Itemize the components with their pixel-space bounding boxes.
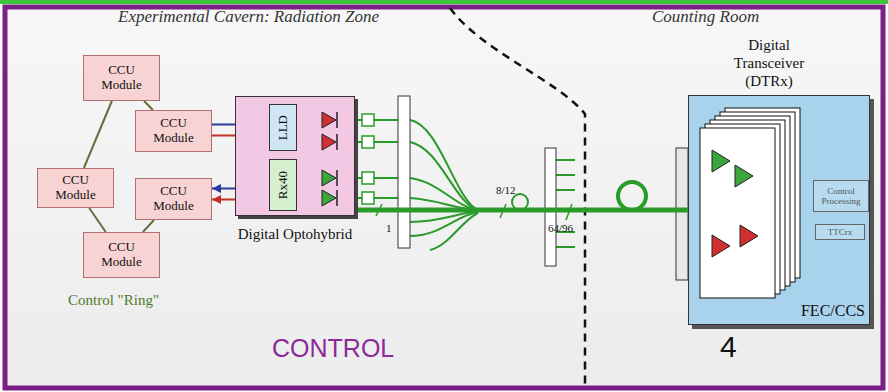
node-sublabel: FEC/CCS	[801, 302, 865, 320]
fiber	[556, 174, 575, 176]
laser-diode	[322, 112, 337, 150]
node-label: Digital Optohybrid	[236, 225, 354, 243]
zone-boundary	[450, 8, 585, 384]
card-optics	[712, 150, 758, 257]
node-label: Control Processing	[816, 186, 866, 207]
connector	[362, 172, 374, 184]
ccu-module: CCU Module	[37, 168, 114, 208]
diode-bar	[336, 112, 338, 128]
node-label: Digital Transceiver (DTRx)	[713, 36, 825, 90]
diode-triangle	[322, 190, 336, 206]
card	[700, 128, 775, 298]
fiber	[430, 213, 478, 250]
fiber	[556, 189, 575, 191]
annotation: 1	[386, 222, 392, 234]
card	[710, 120, 785, 290]
ccu-module: CCU Module	[83, 232, 160, 278]
zone-title: Counting Room	[652, 7, 759, 27]
top-band	[0, 0, 888, 4]
ring-link	[84, 101, 112, 168]
photodiode-triangle	[735, 165, 753, 187]
card-stack	[700, 108, 800, 298]
diode-bar	[336, 134, 338, 150]
node-label: LLD	[275, 115, 291, 140]
fiber-loop	[618, 182, 646, 210]
ccu-module: CCU Module	[135, 110, 212, 152]
zone-title: Experimental Cavern: Radiation Zone	[118, 7, 379, 27]
transceiver-box: Digital Transceiver (DTRx)FEC/CCSControl…	[688, 95, 870, 325]
ring-link	[143, 220, 154, 232]
photodiode-triangle	[712, 150, 730, 172]
fiber	[410, 120, 478, 210]
ccu-module: CCU Module	[83, 55, 160, 101]
diode-triangle	[322, 112, 336, 128]
connector	[362, 192, 374, 204]
frame	[5, 7, 883, 388]
fiber	[410, 212, 478, 236]
rx40-chip: Rx40	[269, 159, 297, 211]
patch-panel	[398, 96, 410, 248]
card	[725, 108, 800, 278]
node-label: CCU Module	[101, 240, 141, 270]
connector	[362, 114, 374, 126]
processing-box: Control Processing	[813, 180, 869, 212]
annotation: 8/12	[496, 184, 516, 196]
diode-triangle	[322, 134, 336, 150]
ring-link	[144, 101, 153, 110]
node-label: Rx40	[275, 171, 291, 199]
ccu-module: CCU Module	[135, 178, 212, 220]
annotation: Control "Ring"	[68, 292, 159, 309]
fibers	[345, 120, 575, 250]
diode-bar	[336, 170, 338, 186]
card	[715, 116, 790, 286]
fiber	[374, 141, 398, 143]
connector	[362, 136, 374, 148]
fiber	[374, 197, 398, 199]
laser-triangle	[740, 225, 758, 247]
ring-link	[89, 208, 105, 232]
fiber-bundle	[355, 208, 688, 213]
lld-chip: LLD	[269, 104, 297, 151]
fiber	[410, 178, 478, 210]
panel-title: CONTROL	[272, 334, 394, 363]
fiber	[410, 142, 478, 210]
card	[720, 112, 795, 282]
ttcrx-box: TTCrx	[815, 224, 865, 240]
node-label: CCU Module	[101, 63, 141, 93]
diode-triangle	[322, 170, 336, 186]
node-label: CCU Module	[153, 184, 193, 214]
page-number: 4	[720, 330, 737, 364]
connectors	[362, 114, 374, 204]
diode-bar	[336, 190, 338, 206]
fiber	[374, 177, 398, 179]
node-label: TTCrx	[828, 227, 853, 237]
node-label: CCU Module	[55, 173, 95, 203]
fiber	[556, 159, 575, 161]
patch-panel	[676, 148, 688, 280]
patch-panel	[545, 148, 556, 266]
fiber	[374, 119, 398, 121]
annotation: 64/96	[548, 222, 573, 234]
optohybrid-box: Digital OptohybridLLDRx40	[235, 96, 355, 216]
card	[705, 124, 780, 294]
laser-triangle	[712, 235, 730, 257]
node-label: CCU Module	[153, 116, 193, 146]
fiber	[556, 246, 575, 248]
photodiode	[322, 170, 337, 206]
